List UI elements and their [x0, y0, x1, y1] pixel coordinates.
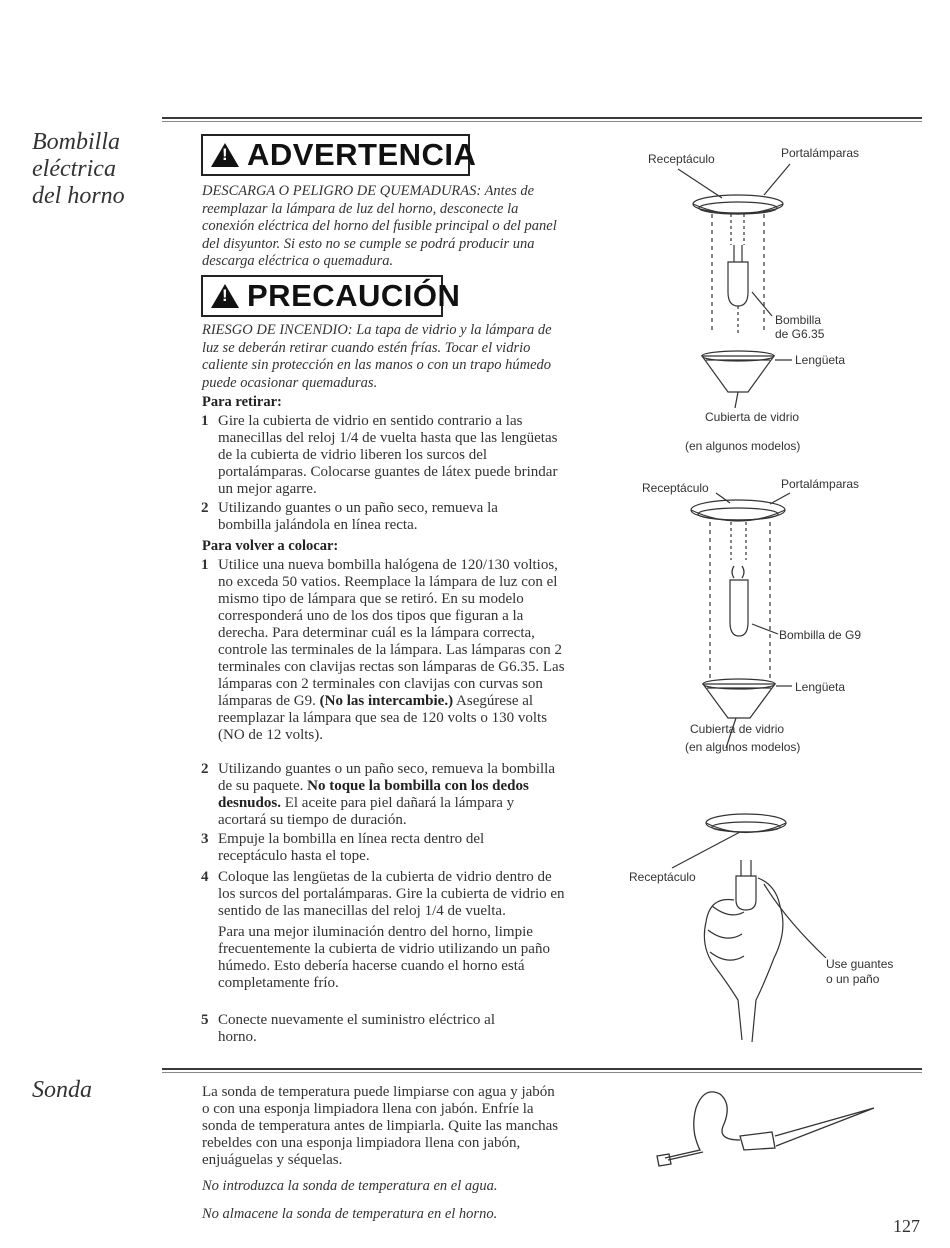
fig2-receptacle-label: Receptáculo: [642, 481, 709, 495]
warning-label: ADVERTENCIA: [247, 137, 477, 172]
section-title-sonda: Sonda: [32, 1077, 92, 1103]
probe-note: No almacene la sonda de temperatura en e…: [202, 1206, 498, 1222]
step-number: 2: [201, 500, 209, 516]
fig2-holder-label: Portalámparas: [781, 477, 860, 491]
step-number: 3: [201, 831, 209, 847]
step-text: Utilice una nueva bombilla halógena de 1…: [218, 557, 565, 709]
step-extra-text: Para una mejor iluminación dentro del ho…: [218, 924, 550, 991]
fig1-models-label: (en algunos modelos): [685, 439, 801, 453]
step-text: Asegúrese al reemplazar la lámpara que s…: [218, 693, 548, 743]
step-text: Coloque las lengüetas de la cubierta de …: [218, 869, 565, 919]
fig3-receptacle-label: Receptáculo: [629, 870, 696, 884]
step-number: 1: [201, 557, 209, 573]
section-divider-top: [162, 117, 922, 122]
step-number: 1: [201, 413, 209, 429]
fig1-glass-cover-label: Cubierta de vidrio: [705, 410, 800, 424]
step-text: El aceite para piel dañará la lámpara y …: [218, 795, 515, 828]
step-text: Empuje la bombilla en línea recta dentro…: [218, 831, 485, 864]
section-title-line: eléctrica: [32, 156, 116, 182]
fig1-tab-label: Lengüeta: [795, 353, 846, 367]
probe-cleaning-text: La sonda de temperatura puede limpiarse …: [202, 1084, 559, 1168]
caution-triangle-icon: [211, 284, 239, 308]
replace-step: 4 Coloque las lengüetas de la cubierta d…: [201, 869, 566, 992]
section-title-bombilla: Bombilla eléctrica del horno: [32, 129, 125, 210]
probe-note: No introduzca la sonda de temperatura en…: [202, 1178, 498, 1194]
warning-triangle-icon: [211, 143, 239, 167]
section-divider-bottom: [162, 1068, 922, 1073]
fig3-gloves-label: Use guantes: [826, 957, 894, 971]
fig1-holder-label: Portalámparas: [781, 146, 860, 160]
fig2-bulb-label: Bombilla de G9: [779, 628, 862, 642]
page-number: 127: [893, 1216, 920, 1236]
caution-text: RIESGO DE INCENDIO: La tapa de vidrio y …: [202, 322, 552, 391]
fig1-receptacle-label: Receptáculo: [648, 152, 715, 166]
fig2-glass-cover-label: Cubierta de vidrio: [690, 722, 785, 736]
replace-step: 3 Empuje la bombilla en línea recta dent…: [201, 831, 531, 865]
replace-heading: Para volver a colocar:: [202, 538, 339, 554]
replace-step: 1 Utilice una nueva bombilla halógena de…: [201, 557, 571, 744]
fig3-gloves-label: o un paño: [826, 972, 880, 986]
replace-step: 2 Utilizando guantes o un paño seco, rem…: [201, 761, 561, 829]
replace-step: 5 Conecte nuevamente el suministro eléct…: [201, 1012, 501, 1046]
fig2-tab-label: Lengüeta: [795, 680, 846, 694]
fig1-bulb-label: Bombilla: [775, 313, 822, 327]
step-number: 4: [201, 869, 209, 885]
warning-banner: ADVERTENCIA: [201, 134, 476, 176]
step-text: Conecte nuevamente el suministro eléctri…: [218, 1012, 495, 1045]
remove-heading: Para retirar:: [202, 394, 282, 410]
step-emphasis: (No las intercambie.): [319, 693, 454, 709]
step-text: Gire la cubierta de vidrio en sentido co…: [218, 413, 558, 497]
fig2-models-label: (en algunos modelos): [685, 740, 801, 754]
remove-step: 2 Utilizando guantes o un paño seco, rem…: [201, 500, 501, 534]
step-number: 5: [201, 1012, 209, 1028]
step-text: Utilizando guantes o un paño seco, remue…: [218, 500, 498, 533]
step-number: 2: [201, 761, 209, 777]
warning-text: DESCARGA O PELIGRO DE QUEMADURAS: Antes …: [202, 183, 557, 269]
caution-label: PRECAUCIÓN: [247, 278, 461, 313]
section-title-line: del horno: [32, 183, 125, 209]
step-emphasis: No toque la bombilla con los dedos desnu…: [218, 778, 529, 811]
fig1-bulb-type-label: de G6.35: [775, 327, 825, 341]
section-title-line: Bombilla: [32, 129, 120, 155]
caution-banner: PRECAUCIÓN: [201, 275, 460, 317]
step-text: Utilizando guantes o un paño seco, remue…: [218, 761, 555, 794]
remove-step: 1 Gire la cubierta de vidrio en sentido …: [201, 413, 571, 498]
